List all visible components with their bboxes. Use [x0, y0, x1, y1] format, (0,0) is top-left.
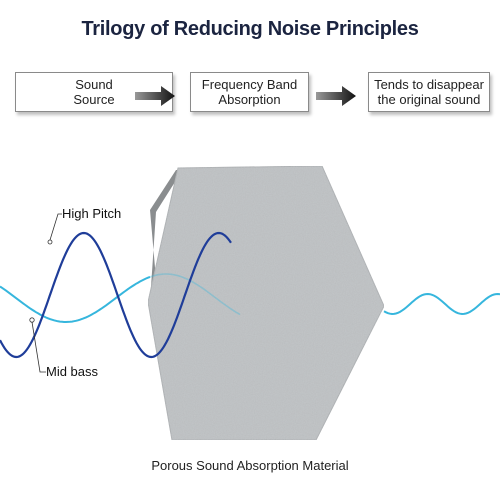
mid-bass-callout	[31, 321, 46, 373]
diagram-title: Trilogy of Reducing Noise Principles	[81, 18, 419, 40]
arrow-right-icon	[135, 86, 175, 106]
high-pitch-callout	[49, 213, 62, 241]
step-sound-disappears: Tends to disappear the original sound	[368, 72, 490, 112]
arrow-right-icon	[316, 86, 356, 106]
label-high-pitch: High Pitch	[62, 206, 122, 221]
mid-bass-marker	[29, 317, 35, 323]
mid-bass-wave-absorbed	[149, 273, 241, 316]
hexagon-felt-panel	[147, 165, 385, 441]
label-mid-bass: Mid bass	[46, 364, 99, 379]
mid-bass-wave	[0, 275, 151, 323]
attenuated-wave	[383, 292, 500, 316]
high-pitch-wave	[0, 231, 232, 359]
caption: Porous Sound Absorption Material	[151, 458, 349, 473]
high-pitch-marker	[47, 239, 53, 245]
step-frequency-absorption: Frequency Band Absorption	[190, 72, 309, 112]
